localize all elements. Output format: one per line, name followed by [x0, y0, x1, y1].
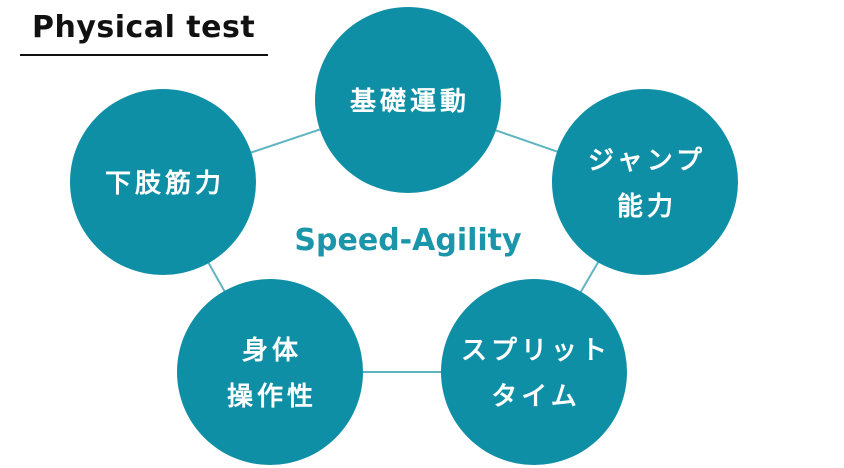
node-label-split-1: タイム — [491, 382, 580, 412]
page-title: Physical test — [32, 10, 256, 45]
node-label-jump-1: 能力 — [617, 191, 677, 222]
node-label-split-0: スプリット — [461, 336, 611, 366]
node-circle-legs — [70, 89, 256, 275]
node-label-body-1: 操作性 — [227, 382, 317, 412]
node-label-basic-0: 基礎運動 — [350, 87, 470, 117]
node-legs: 下肢筋力 — [70, 89, 256, 275]
center-label: Speed-Agility — [294, 223, 522, 258]
node-circle-basic — [315, 7, 501, 193]
node-label-legs-0: 下肢筋力 — [105, 168, 225, 199]
node-circle-body — [177, 279, 363, 465]
node-basic: 基礎運動 — [315, 7, 501, 193]
node-label-body-0: 身体 — [242, 335, 302, 366]
node-circle-jump — [552, 89, 738, 275]
node-circle-split — [441, 279, 627, 465]
title-underline — [20, 54, 268, 56]
node-label-jump-0: ジャンプ — [588, 146, 706, 176]
